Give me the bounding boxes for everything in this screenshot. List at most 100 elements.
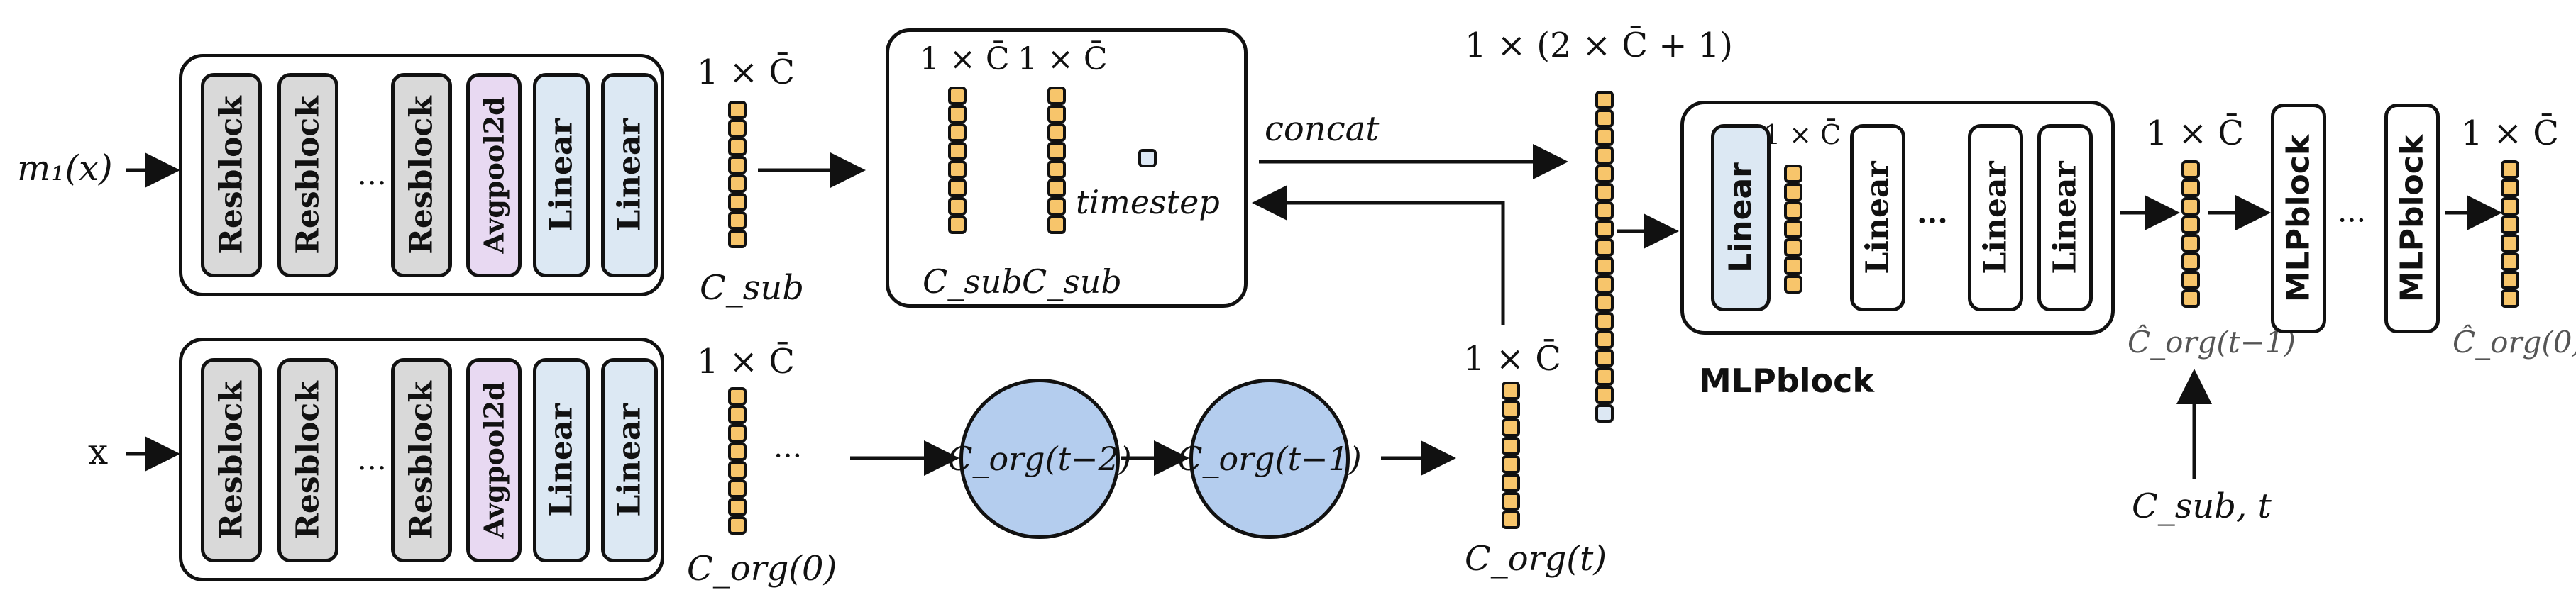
feature-cell — [2501, 216, 2519, 234]
timestep-cell — [1138, 149, 1157, 167]
feature-cell — [728, 461, 747, 479]
feature-cell — [1595, 183, 1614, 201]
encoder-top-output-dim: 1 × C̄ — [697, 52, 795, 92]
feature-cell — [948, 197, 967, 216]
mlp-chain-block-b: MLPblock — [2384, 104, 2440, 333]
encoder-bottom-resblock-2: Resblock — [277, 358, 338, 562]
mlp-linear-4: Linear — [2037, 124, 2093, 311]
feature-cell — [1047, 105, 1066, 123]
concat-box-dim-left: 1 × C̄ — [920, 41, 1010, 77]
encoder-top-avgpool: Avgpool2d — [466, 73, 522, 277]
feature-cell — [1595, 165, 1614, 183]
mlp-chain-label-2: Ĉ_org(0) — [2453, 325, 2576, 360]
feature-cell — [728, 193, 747, 211]
feature-cell — [2501, 160, 2519, 179]
feature-cell — [1784, 238, 1802, 257]
encoder-top-frame: Resblock Resblock … Resblock Avgpool2d L… — [179, 54, 664, 296]
encoder-top-linear-1: Linear — [533, 73, 590, 277]
mlp-chain-dim-1: 1 × C̄ — [2146, 113, 2244, 153]
encoder-bottom-frame: Resblock Resblock … Resblock Avgpool2d L… — [179, 338, 664, 581]
feature-cell — [728, 119, 747, 138]
feature-cell — [1595, 238, 1614, 257]
mlp-chain-ellipsis: ··· — [2338, 203, 2367, 238]
feature-cell — [1502, 455, 1520, 474]
feature-cell — [1047, 142, 1066, 160]
feature-cell — [1502, 437, 1520, 455]
mlp-block-title: MLPblock — [1699, 362, 1874, 400]
feature-cell — [728, 230, 747, 248]
encoder-top-resblock-2: Resblock — [277, 73, 338, 277]
timestep-feature-cell — [1595, 404, 1614, 423]
timestep-label: timestep — [1076, 183, 1220, 221]
arrow-diffusion-to-concat-box — [1252, 185, 1505, 325]
feature-cell — [1047, 216, 1066, 234]
feature-cell — [1047, 197, 1066, 216]
encoder-bottom-linear-2: Linear — [601, 358, 658, 562]
feature-cell — [2501, 179, 2519, 197]
mlp-linear-3: Linear — [1968, 124, 2023, 311]
state-circle-t-minus-2: C_org(t−2) — [947, 379, 1132, 539]
feature-cell — [728, 516, 747, 535]
feature-cell — [728, 498, 747, 516]
feature-cell — [1595, 220, 1614, 238]
feature-cell — [728, 387, 747, 406]
feature-cell — [2501, 271, 2519, 289]
concat-box-label-right: C_sub — [1022, 262, 1122, 301]
mlp-linear-2: Linear — [1850, 124, 1905, 311]
encoder-bottom-trail-ellipsis: ··· — [774, 438, 803, 473]
feature-cell — [2181, 252, 2200, 271]
encoder-top-resblock-3: Resblock — [391, 73, 452, 277]
feature-cell — [1047, 123, 1066, 142]
feature-cell — [2501, 289, 2519, 308]
feature-cell — [1595, 330, 1614, 349]
feature-cell — [1595, 257, 1614, 275]
mlp-chain-dim-2: 1 × C̄ — [2461, 113, 2559, 153]
encoder-bottom-input-label: x — [88, 431, 109, 472]
feature-cell — [728, 101, 747, 119]
mlp-chain-label-1: Ĉ_org(t−1) — [2128, 325, 2296, 360]
feature-cell — [2181, 197, 2200, 216]
encoder-top-ellipsis: … — [357, 157, 387, 191]
feature-cell — [728, 442, 747, 461]
mlp-ellipsis: ··· — [1917, 204, 1948, 238]
diffusion-output-dim: 1 × C̄ — [1463, 339, 1561, 379]
encoder-bottom-linear-1: Linear — [533, 358, 590, 562]
feature-cell — [1047, 87, 1066, 105]
feature-cell — [948, 216, 967, 234]
encoder-top-resblock-1: Resblock — [201, 73, 262, 277]
feature-cell — [728, 479, 747, 498]
diffusion-output-label: C_org(t) — [1465, 539, 1607, 579]
feature-cell — [2181, 216, 2200, 234]
feature-cell — [1784, 220, 1802, 238]
feature-cell — [948, 87, 967, 105]
encoder-top-input-label: m₁(x) — [17, 147, 113, 189]
feature-cell — [1502, 492, 1520, 511]
feature-cell — [1502, 418, 1520, 437]
feature-cell — [1595, 349, 1614, 367]
feature-cell — [948, 160, 967, 179]
feature-cell — [2181, 289, 2200, 308]
feature-cell — [2501, 197, 2519, 216]
feature-cell — [2181, 234, 2200, 252]
mlp-chain-condition-label: C_sub, t — [2132, 486, 2272, 526]
feature-cell — [1502, 474, 1520, 492]
feature-cell — [1595, 386, 1614, 404]
encoder-bottom-ellipsis: … — [357, 442, 387, 477]
feature-cell — [1047, 160, 1066, 179]
feature-cell — [1784, 257, 1802, 275]
feature-cell — [1595, 128, 1614, 146]
feature-cell — [1595, 91, 1614, 109]
encoder-bottom-output-dim: 1 × C̄ — [697, 342, 795, 382]
feature-cell — [948, 142, 967, 160]
encoder-bottom-output-label: C_org(0) — [687, 549, 837, 589]
mlp-block-frame: Linear 1 × C̄ Linear ··· Linear Linear — [1680, 101, 2115, 335]
concat-box-label-left: C_sub — [923, 262, 1023, 301]
feature-cell — [948, 123, 967, 142]
feature-cell — [1595, 367, 1614, 386]
mlp-linear-input: Linear — [1711, 124, 1771, 311]
encoder-bottom-resblock-3: Resblock — [391, 358, 452, 562]
feature-cell — [1595, 146, 1614, 165]
encoder-top-output-label: C_sub — [700, 268, 804, 308]
